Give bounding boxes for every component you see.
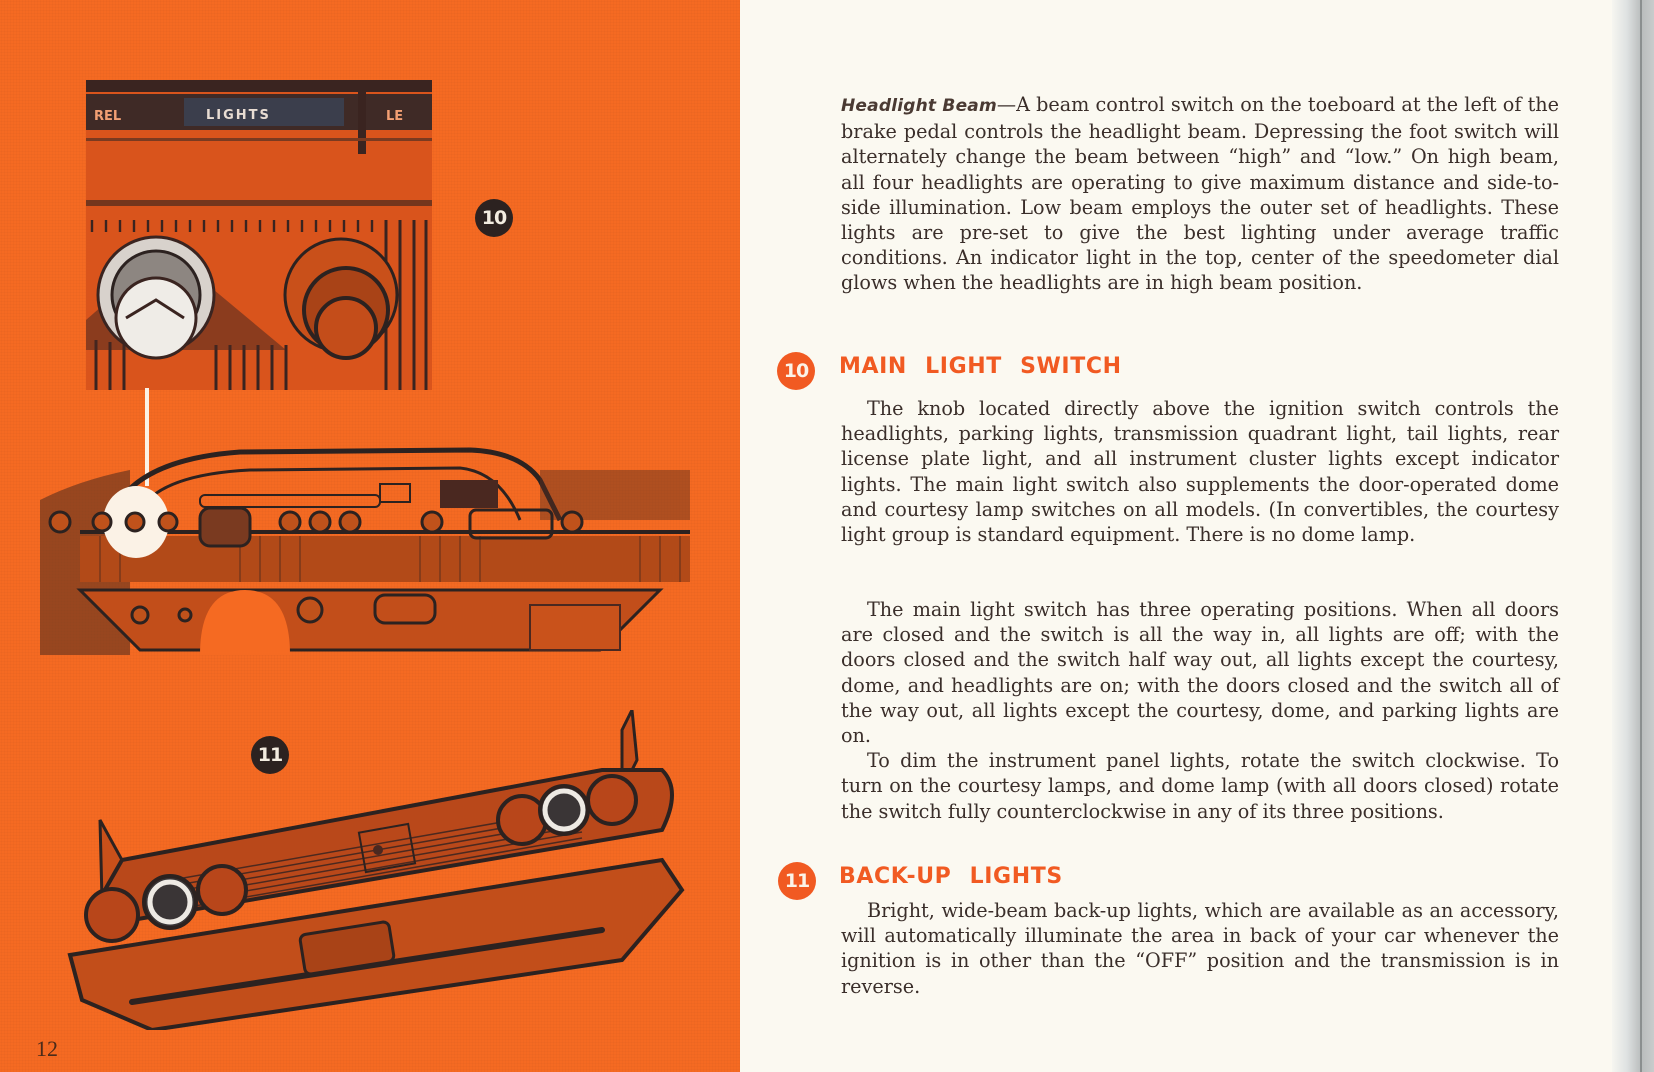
callout-badge-11: 11 — [251, 736, 289, 774]
callout-pointer-line — [145, 388, 149, 486]
rear-bumper-backup-lights-illustration — [62, 710, 702, 1030]
headlight-beam-body: —A beam control switch on the toeboard a… — [841, 93, 1559, 295]
svg-text:LE: LE — [386, 109, 403, 124]
section-number-badge-10: 10 — [777, 352, 815, 390]
section-heading-back-up-lights: BACK-UP LIGHTS — [839, 864, 1063, 889]
section-heading-main-light-switch: MAIN LIGHT SWITCH — [839, 354, 1122, 379]
paragraph-text: To dim the instrument panel lights, rota… — [841, 749, 1559, 823]
back-up-lights-paragraph: Bright, wide-beam back-up lights, which … — [841, 898, 1559, 999]
left-page-illustrations: REL LIGHTS LE 10 — [0, 0, 740, 1072]
section-number-badge-11: 11 — [778, 862, 816, 900]
book-page-edge — [1640, 0, 1642, 1072]
callout-badge-10: 10 — [475, 199, 513, 237]
light-switch-closeup-illustration: REL LIGHTS LE — [86, 80, 432, 390]
headlight-beam-paragraph: Headlight Beam—A beam control switch on … — [841, 92, 1559, 296]
paragraph-text: Bright, wide-beam back-up lights, which … — [841, 899, 1559, 998]
main-light-switch-paragraph-1: The knob located directly above the igni… — [841, 396, 1559, 547]
panel-label-rel: REL — [94, 109, 121, 124]
right-page-text — [740, 0, 1654, 1072]
book-gutter-shadow — [1612, 0, 1654, 1072]
run-in-heading-headlight-beam: Headlight Beam — [841, 96, 997, 116]
page-number: 12 — [36, 1036, 58, 1061]
paragraph-text: The main light switch has three operatin… — [841, 598, 1559, 748]
dashboard-illustration — [40, 440, 690, 655]
svg-text:LIGHTS: LIGHTS — [206, 108, 271, 123]
paragraph-text: The knob located directly above the igni… — [841, 397, 1559, 547]
main-light-switch-paragraphs-2-3: The main light switch has three operatin… — [841, 597, 1559, 824]
